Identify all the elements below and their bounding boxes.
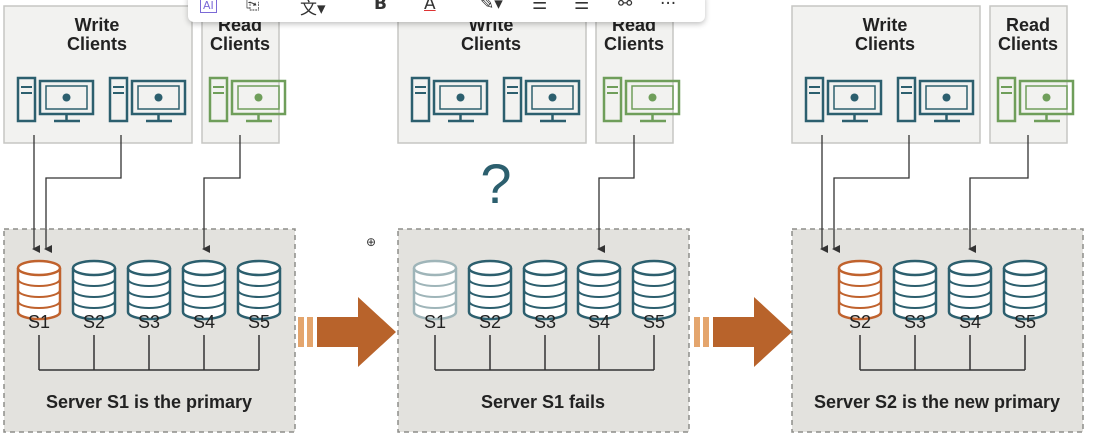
computer-icon <box>410 76 489 123</box>
scene-caption: Server S1 is the primary <box>46 392 252 412</box>
read-clients-label: Clients <box>604 34 664 54</box>
transition-arrow <box>694 297 792 367</box>
computer-icon <box>996 76 1075 123</box>
read-clients-label: Read <box>1006 15 1050 35</box>
server-label: S3 <box>138 312 160 332</box>
read-clients-label: Clients <box>210 34 270 54</box>
font-color-icon[interactable]: A <box>424 0 436 14</box>
write-clients-label: Write <box>863 15 908 35</box>
scene-caption: Server S1 fails <box>481 392 605 412</box>
ai-icon[interactable]: AI <box>200 0 217 13</box>
transition-arrow <box>298 297 396 367</box>
read-connector <box>597 135 635 253</box>
server-label: S2 <box>849 312 871 332</box>
database-icon <box>837 259 883 321</box>
computer-icon <box>502 76 581 123</box>
link-icon[interactable]: ⚯ <box>618 0 633 14</box>
database-icon <box>126 259 172 321</box>
server-label: S1 <box>28 312 50 332</box>
database-icon <box>181 259 227 321</box>
computer-icon <box>208 76 287 123</box>
database-icon <box>71 259 117 321</box>
bold-icon[interactable]: B <box>374 0 387 14</box>
read-connector <box>968 135 1029 253</box>
database-icon <box>236 259 282 321</box>
server-label: S5 <box>643 312 665 332</box>
write-clients-label: Write <box>75 15 120 35</box>
computer-icon <box>16 76 95 123</box>
database-icon <box>467 259 513 321</box>
database-icon <box>947 259 993 321</box>
computer-icon <box>896 76 975 123</box>
server-label: S5 <box>248 312 270 332</box>
database-icon <box>631 259 677 321</box>
more-icon[interactable]: ··· <box>660 0 677 14</box>
server-label: S2 <box>479 312 501 332</box>
font-icon[interactable]: 文▾ <box>300 0 326 19</box>
format-painter-icon[interactable]: ⎘ <box>246 0 260 14</box>
highlight-icon[interactable]: ✎▾ <box>480 0 503 14</box>
server-label: S3 <box>534 312 556 332</box>
write-clients-label: Clients <box>855 34 915 54</box>
database-icon <box>576 259 622 321</box>
question-mark-icon: ? <box>480 152 511 215</box>
server-label: S4 <box>193 312 215 332</box>
write-connector <box>44 135 122 253</box>
database-icon <box>892 259 938 321</box>
database-icon <box>1002 259 1048 321</box>
scene-caption: Server S2 is the new primary <box>814 392 1060 412</box>
database-icon <box>522 259 568 321</box>
database-icon <box>412 259 458 321</box>
bullet-list-icon[interactable]: ☰ <box>532 0 548 14</box>
server-label: S2 <box>83 312 105 332</box>
write-connector <box>832 135 910 253</box>
read-clients-label: Clients <box>998 34 1058 54</box>
computer-icon <box>804 76 883 123</box>
server-label: S1 <box>424 312 446 332</box>
text-format-toolbar: AI ⎘ 文▾ B A ✎▾ ☰ ☰ ⚯ ··· <box>188 0 705 22</box>
read-connector <box>202 135 241 253</box>
database-icon <box>16 259 62 321</box>
zoom-cursor-icon: ⊕ <box>366 235 377 249</box>
write-clients-label: Clients <box>67 34 127 54</box>
server-label: S4 <box>588 312 610 332</box>
server-label: S3 <box>904 312 926 332</box>
computer-icon <box>108 76 187 123</box>
numbered-list-icon[interactable]: ☰ <box>574 0 590 14</box>
server-label: S4 <box>959 312 981 332</box>
write-clients-label: Clients <box>461 34 521 54</box>
server-label: S5 <box>1014 312 1036 332</box>
computer-icon <box>602 76 681 123</box>
